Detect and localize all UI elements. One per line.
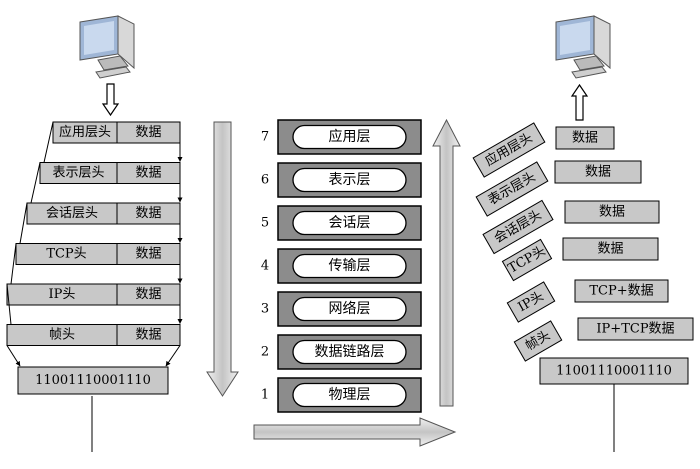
receiver-bits-box	[539, 357, 689, 385]
sender-data-box	[116, 283, 181, 306]
sender-connector-line	[30, 162, 41, 204]
sender-header-label: TCP头	[46, 247, 86, 262]
layer-name-label: 网络层	[329, 301, 371, 317]
sender-data-box	[116, 243, 181, 265]
receiver-header-box	[482, 199, 554, 255]
layer-number-label: 3	[261, 302, 269, 317]
layer-number-label: 2	[261, 345, 269, 360]
receiver-header-box	[506, 281, 556, 323]
sender-header-label: 帧头	[49, 328, 75, 343]
receiver-header-group: 帧头	[513, 320, 563, 362]
receiver-header-group: IP头	[506, 281, 556, 323]
receiver-bits-label: 11001110001110	[556, 364, 672, 379]
sender-header-label: 会话层头	[46, 206, 98, 221]
receiver-data-label: 数据	[572, 131, 598, 146]
sender-connector-line	[19, 202, 28, 244]
receiver-data-box	[554, 160, 642, 184]
receiver-data-label: 数据	[599, 205, 625, 220]
layer-number-label: 1	[261, 388, 269, 403]
layer-name-pill	[292, 339, 407, 365]
sender-header-label: 表示层头	[52, 166, 104, 181]
receiver-header-box	[501, 238, 553, 282]
receiver-header-box	[475, 161, 549, 217]
osi-layer-stack: 应用层 7 表示层 6 会话层 5 传输层 4 网络层 3 数据链路层 2 物理层 1	[261, 119, 422, 413]
layer-name-pill	[292, 124, 407, 150]
receiver-header-box	[513, 320, 563, 362]
sender-connector-line	[10, 243, 17, 285]
across-flow-arrow	[253, 417, 457, 447]
sender-data-box	[116, 324, 181, 346]
layer-name-pill	[292, 253, 407, 279]
sender-data-label: 数据	[135, 247, 161, 262]
sender-funnel-left	[6, 345, 21, 367]
layer-name-pill	[292, 167, 407, 193]
receiver-header-box	[472, 122, 546, 178]
sender-data-box	[116, 202, 181, 225]
sender-data-label: 数据	[135, 206, 161, 221]
sender-funnel-right	[165, 345, 181, 367]
layer-number-label: 4	[261, 259, 269, 274]
receiver-computer-icon	[555, 15, 611, 79]
layer-name-pill	[292, 210, 407, 236]
sender-header-label: 应用层头	[59, 124, 111, 140]
sender-bits-box	[17, 366, 169, 395]
layer-name-label: 传输层	[329, 258, 371, 274]
receiver-data-label: IP+TCP数据	[596, 322, 674, 337]
receive-up-arrow	[570, 83, 589, 121]
send-down-arrow	[101, 83, 120, 117]
sender-data-box	[116, 162, 181, 184]
layer-number-label: 5	[261, 216, 269, 231]
sender-data-label: 数据	[135, 328, 161, 343]
layer-name-pill	[292, 296, 407, 322]
sender-computer-icon	[79, 15, 135, 79]
receiver-data-label: TCP+数据	[589, 284, 653, 299]
layer-number-label: 6	[261, 173, 269, 188]
sender-header-label: IP头	[49, 287, 76, 302]
sender-bits-label: 11001110001110	[35, 373, 151, 388]
sender-data-label: 数据	[135, 125, 161, 140]
receiver-data-label: 数据	[597, 242, 623, 257]
receiver-header-group: TCP头	[501, 238, 553, 282]
layer-name-label: 会话层	[329, 215, 371, 231]
layer-name-label: 应用层	[329, 128, 371, 145]
layer-name-label: 数据链路层	[315, 344, 385, 360]
sender-data-box	[116, 121, 181, 144]
layer-name-label: 物理层	[329, 387, 371, 403]
receiver-data-box	[577, 317, 694, 341]
receiver-data-box	[574, 279, 669, 303]
receiver-data-box	[555, 126, 615, 150]
sender-data-label: 数据	[135, 166, 161, 181]
layer-name-pill	[292, 382, 407, 408]
down-flow-arrow	[206, 121, 239, 397]
sender-connector-line	[43, 121, 54, 163]
layer-number-label: 7	[261, 130, 269, 145]
receiver-data-label: 数据	[585, 165, 611, 180]
layer-name-label: 表示层	[329, 172, 371, 188]
receiver-header-group: 会话层头	[482, 199, 554, 255]
sender-connector-line	[6, 283, 12, 325]
up-flow-arrow	[432, 118, 461, 407]
receiver-data-box	[562, 237, 659, 261]
receiver-data-box	[564, 200, 660, 224]
sender-encapsulation: 应用层头数据表示层头数据会话层头数据TCP头数据IP头数据帧头数据1100111…	[6, 121, 183, 395]
sender-data-label: 数据	[135, 287, 161, 302]
